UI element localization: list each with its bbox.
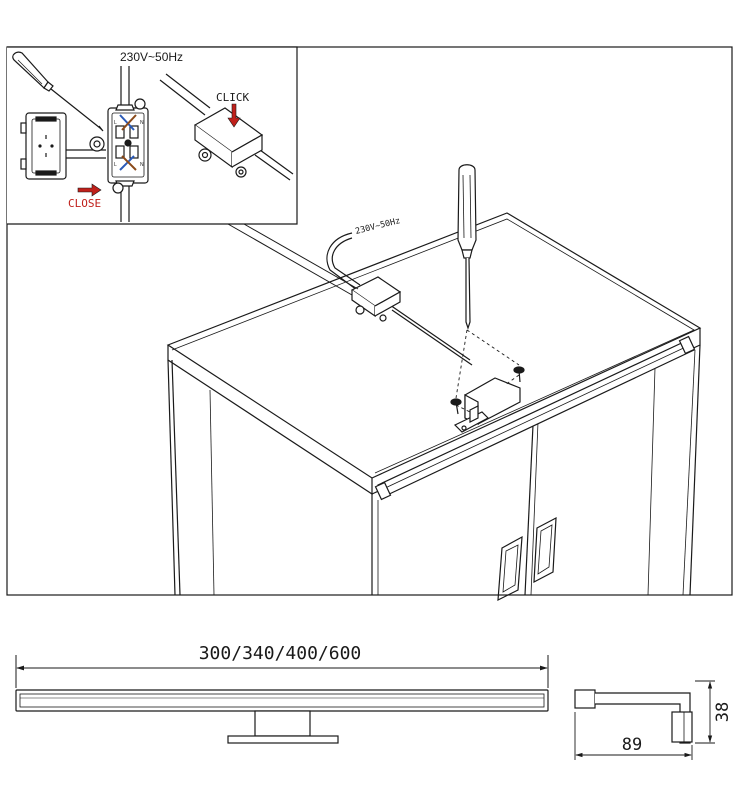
terminal-letter-2: N bbox=[140, 120, 144, 126]
inset-closed-junction-box bbox=[193, 107, 264, 178]
inset-open-junction-box bbox=[89, 98, 149, 194]
guide-lines bbox=[455, 329, 520, 413]
front-view-bar bbox=[15, 689, 549, 744]
inset-panel bbox=[7, 46, 298, 225]
inset-wires bbox=[119, 114, 137, 171]
depth-dimension-line bbox=[574, 712, 693, 760]
inset-screwdriver bbox=[12, 51, 104, 132]
inset-cover bbox=[20, 112, 67, 180]
close-label: CLOSE bbox=[68, 197, 101, 210]
height-dimension-line bbox=[695, 680, 715, 744]
depth-label: 89 bbox=[622, 735, 642, 755]
inset-terminal-letters: L N L N bbox=[114, 120, 144, 168]
screwdriver-main bbox=[457, 164, 477, 330]
length-dimension-line bbox=[15, 655, 549, 688]
mounting-bracket bbox=[453, 377, 521, 433]
terminal-letter-4: N bbox=[140, 162, 144, 168]
length-label: 300/340/400/600 bbox=[199, 643, 362, 664]
led-bar bbox=[374, 335, 696, 501]
cable-main bbox=[326, 232, 473, 366]
cabinet bbox=[166, 212, 702, 602]
close-arrow bbox=[77, 183, 102, 197]
terminal-letter-1: L bbox=[114, 120, 117, 126]
height-label: 38 bbox=[713, 702, 733, 722]
inset-voltage-label: 230V~50Hz bbox=[120, 50, 183, 64]
inset-cable-diagonal bbox=[159, 73, 294, 181]
screw-right bbox=[513, 366, 525, 383]
terminal-letter-3: L bbox=[114, 162, 117, 168]
main-frame bbox=[6, 46, 733, 596]
inset-leader-lines bbox=[227, 223, 359, 296]
click-arrow bbox=[227, 103, 241, 128]
click-label: CLICK bbox=[216, 91, 249, 104]
side-view bbox=[574, 689, 693, 744]
cable-voltage-label: 230V~50Hz bbox=[354, 216, 401, 237]
